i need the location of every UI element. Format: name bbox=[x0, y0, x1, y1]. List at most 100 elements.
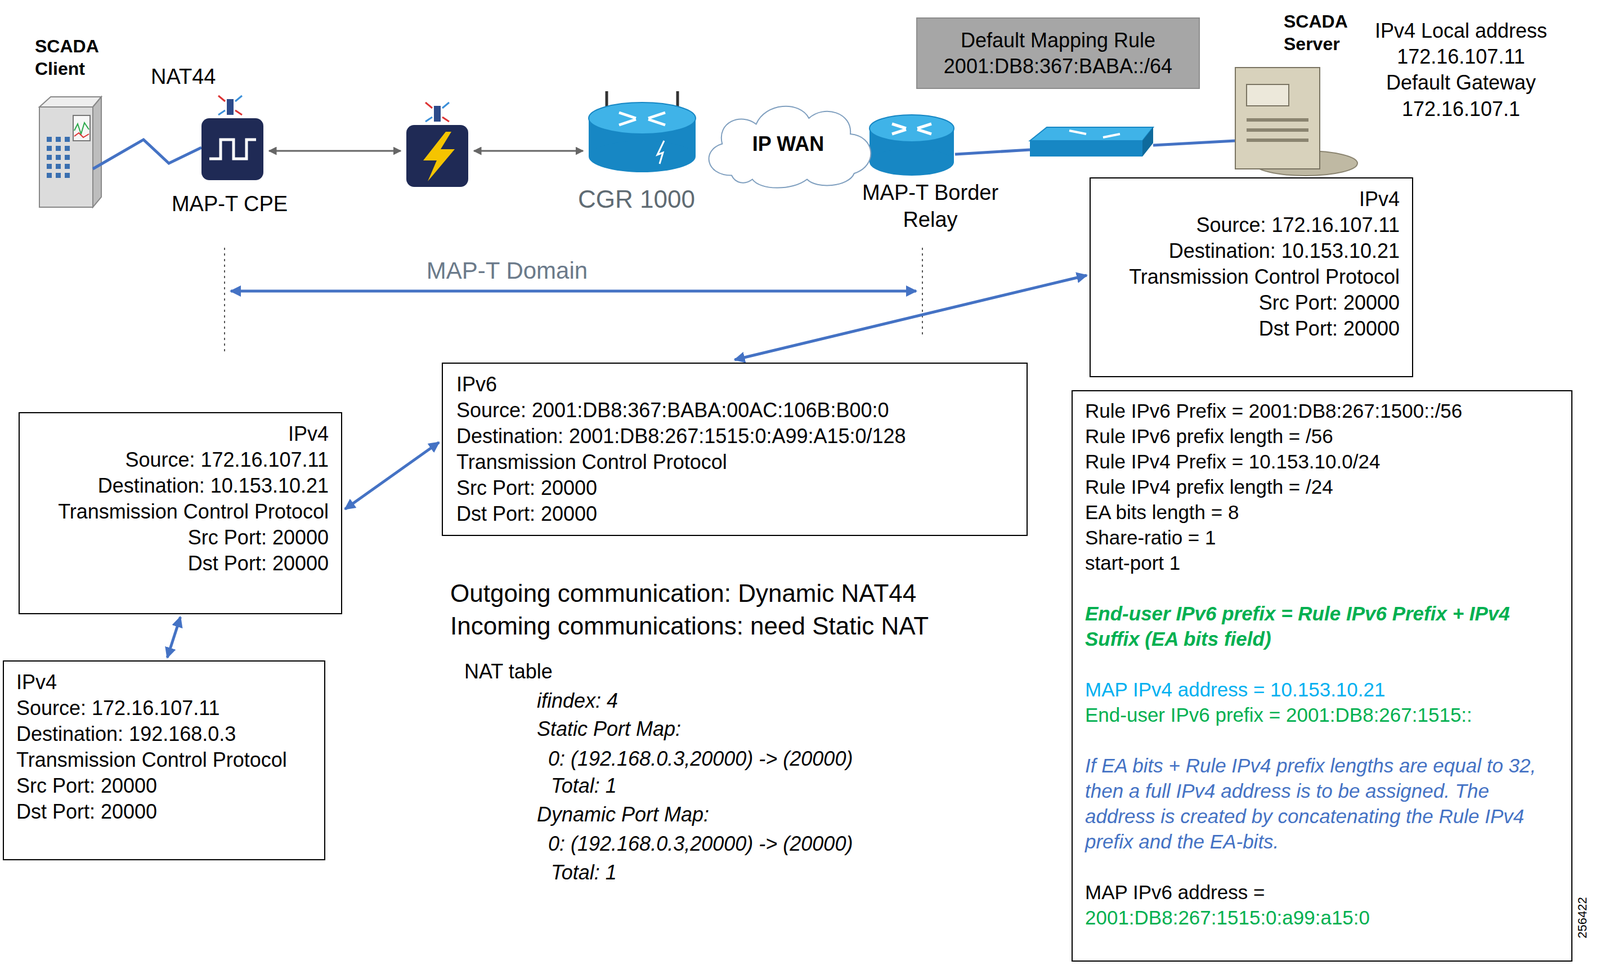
radio-link bbox=[269, 150, 401, 152]
node-text: Default Mapping Rule bbox=[960, 27, 1156, 54]
ipv4-packet-box: IPv4Source: 172.16.107.11Destination: 19… bbox=[2, 660, 326, 860]
scada-client-icon bbox=[74, 122, 89, 134]
node-text: Source: 2001:DB8:367:BABA:00AC:106B:B00:… bbox=[456, 397, 890, 424]
node-text: Dst Port: 20000 bbox=[1258, 315, 1400, 342]
annotation-label: MAP-T Border Relay bbox=[845, 178, 1015, 233]
scada-server-icon bbox=[1246, 118, 1309, 122]
mapping-rule-panel: Rule IPv6 Prefix = 2001:DB8:267:1500::/5… bbox=[1071, 390, 1573, 962]
packet-heading: IPv4 bbox=[1359, 186, 1400, 213]
node-text: Dst Port: 20000 bbox=[187, 550, 329, 577]
client-link bbox=[92, 139, 202, 169]
figure-number: 256422 bbox=[1574, 896, 1591, 938]
range-extender-icon bbox=[425, 117, 433, 122]
nat-table-text: Dynamic Port Map: bbox=[536, 801, 710, 827]
node-text: EA bits length = 8 bbox=[1085, 499, 1559, 525]
double-arrow-connector bbox=[344, 442, 439, 510]
border-relay-icon bbox=[869, 114, 954, 176]
domain-boundary bbox=[921, 247, 923, 338]
ipv6-packet-box: IPv6Source: 2001:DB8:367:BABA:00AC:106B:… bbox=[441, 362, 1028, 536]
map-t-cpe-icon bbox=[209, 139, 257, 159]
scada-server-icon bbox=[1246, 138, 1309, 142]
node-text: Destination: 10.153.10.21 bbox=[97, 472, 329, 499]
node-text: Source: 172.16.107.11 bbox=[124, 446, 329, 473]
mapping-rule-box: Default Mapping Rule2001:DB8:367:BABA::/… bbox=[916, 17, 1200, 89]
node-text: Rule IPv6 prefix length = /56 bbox=[1085, 423, 1559, 449]
domain-boundary bbox=[230, 289, 917, 293]
map-t-cpe-icon bbox=[235, 110, 242, 115]
radio-link bbox=[473, 150, 584, 152]
border-relay-icon bbox=[892, 123, 932, 134]
packet-heading: IPv4 bbox=[16, 669, 57, 696]
node-text: End-user IPv6 prefix = Rule IPv6 Prefix … bbox=[1085, 600, 1559, 652]
node-text: Src Port: 20000 bbox=[187, 524, 329, 551]
annotation-label: MAP-T Domain bbox=[426, 255, 588, 286]
cgr-router-icon bbox=[657, 140, 665, 164]
double-arrow-connector bbox=[167, 616, 181, 658]
node-text: MAP IPv6 address = bbox=[1085, 879, 1559, 905]
cgr-router-icon bbox=[588, 91, 696, 173]
cgr-router-icon bbox=[588, 140, 696, 173]
annotation-label: SCADA Client bbox=[34, 34, 109, 80]
node-text: 2001:DB8:367:BABA::/64 bbox=[943, 53, 1173, 80]
range-extender-icon bbox=[425, 102, 433, 109]
node-text: End-user IPv6 prefix = 2001:DB8:267:1515… bbox=[1085, 701, 1559, 728]
range-extender-icon bbox=[406, 102, 469, 187]
annotation-label: 172.16.107.1 bbox=[1401, 96, 1521, 122]
annotation-label: Default Gateway bbox=[1386, 69, 1536, 96]
ipv4-packet-box: IPv4Source: 172.16.107.11Destination: 10… bbox=[1089, 177, 1414, 378]
annotation-label: Outgoing communication: Dynamic NAT44 bbox=[450, 577, 917, 609]
node-text: If EA bits + Rule IPv4 prefix lengths ar… bbox=[1085, 752, 1559, 854]
lan-link bbox=[1153, 140, 1236, 146]
nat-table-text: Total: 1 bbox=[550, 772, 617, 799]
node-text: Rule IPv4 Prefix = 10.153.10.0/24 bbox=[1085, 448, 1559, 474]
lan-link bbox=[955, 149, 1030, 155]
node-text: Src Port: 20000 bbox=[456, 474, 598, 501]
scada-server-icon bbox=[1246, 84, 1289, 106]
node-text: Transmission Control Protocol bbox=[456, 449, 728, 475]
node-text: Source: 172.16.107.11 bbox=[1195, 212, 1400, 239]
nat-table-text: Total: 1 bbox=[550, 859, 617, 885]
switch-icon bbox=[1069, 130, 1120, 138]
annotation-label: IPv4 Local address bbox=[1374, 18, 1548, 44]
node-text: Rule IPv6 Prefix = 2001:DB8:267:1500::/5… bbox=[1085, 397, 1559, 424]
node-text: Destination: 10.153.10.21 bbox=[1168, 238, 1400, 264]
annotation-label: NAT44 bbox=[150, 63, 216, 91]
scada-server-icon bbox=[1246, 128, 1309, 132]
cgr-router-icon bbox=[619, 112, 666, 125]
node-text: Dst Port: 20000 bbox=[456, 500, 598, 527]
ipv4-packet-box: IPv4Source: 172.16.107.11Destination: 10… bbox=[18, 411, 343, 614]
map-t-cpe-icon bbox=[218, 95, 226, 102]
switch-icon bbox=[1142, 127, 1154, 157]
nat-table-text: 0: (192.168.0.3,20000) -> (20000) bbox=[548, 745, 853, 772]
node-text: Dst Port: 20000 bbox=[16, 798, 158, 825]
node-text: IP WAN bbox=[752, 131, 824, 157]
node-text: MAP IPv4 address = 10.153.10.21 bbox=[1085, 676, 1559, 702]
map-t-cpe-icon bbox=[235, 95, 242, 102]
scada-client-icon bbox=[39, 106, 93, 208]
node-text: Transmission Control Protocol bbox=[16, 746, 288, 773]
map-t-cpe-icon bbox=[218, 110, 226, 115]
cgr-router-icon bbox=[588, 102, 696, 134]
double-arrow-connector bbox=[734, 275, 1088, 360]
annotation-label: SCADA Server bbox=[1283, 10, 1357, 56]
node-text: Destination: 192.168.0.3 bbox=[16, 720, 236, 747]
packet-heading: IPv6 bbox=[456, 371, 497, 398]
node-text: Src Port: 20000 bbox=[1258, 289, 1400, 316]
switch-icon bbox=[1029, 127, 1154, 141]
range-extender-icon bbox=[406, 124, 469, 187]
cloud-outline bbox=[709, 106, 872, 188]
scada-client-icon bbox=[74, 132, 89, 138]
range-extender-icon bbox=[433, 105, 441, 122]
annotation-label: 172.16.107.11 bbox=[1396, 43, 1526, 70]
nat-table-text: Static Port Map: bbox=[536, 715, 681, 742]
node-text: Transmission Control Protocol bbox=[57, 498, 329, 525]
scada-client-icon bbox=[39, 96, 102, 208]
annotation-label: CGR 1000 bbox=[577, 183, 696, 215]
annotation-label: Incoming communications: need Static NAT bbox=[450, 610, 929, 642]
node-text: Share-ratio = 1 bbox=[1085, 524, 1559, 550]
range-extender-icon bbox=[442, 102, 450, 109]
map-t-cpe-icon bbox=[226, 99, 234, 115]
scada-client-icon bbox=[73, 115, 91, 141]
scada-server-icon bbox=[1235, 67, 1358, 176]
